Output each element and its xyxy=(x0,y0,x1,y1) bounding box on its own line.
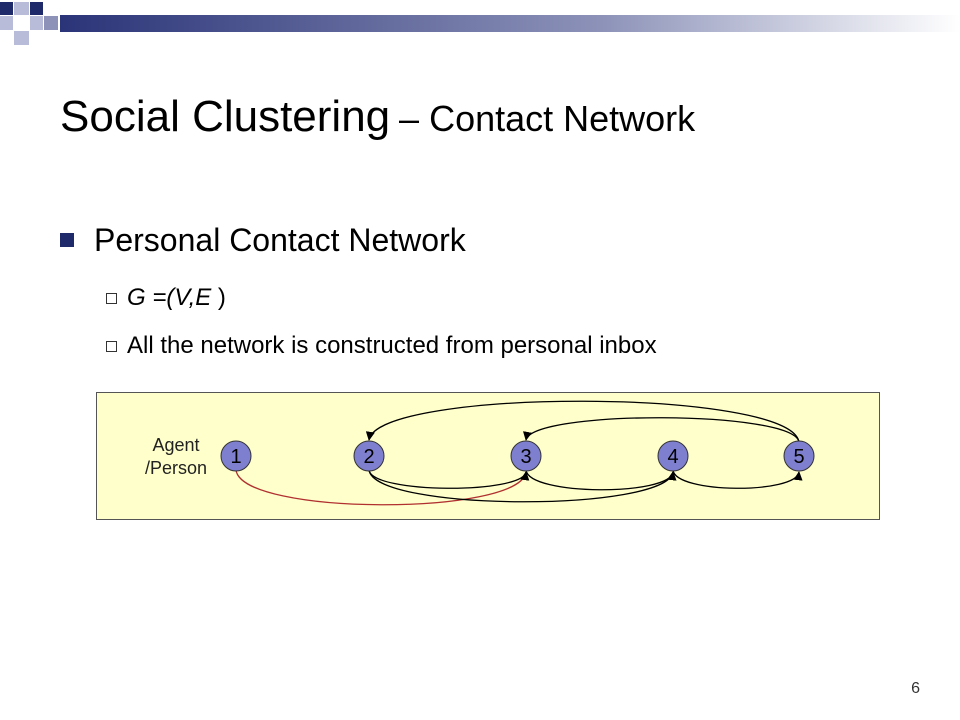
deco-square xyxy=(30,2,43,15)
title-decoration xyxy=(0,2,960,45)
node-5: 5 xyxy=(783,440,815,472)
bullet-personal-contact-network: Personal Contact Network xyxy=(60,218,466,262)
node-3: 3 xyxy=(510,440,542,472)
node-2: 2 xyxy=(353,440,385,472)
hollow-square-bullet-icon xyxy=(106,340,117,352)
node-circle xyxy=(783,440,815,472)
agent-person-label: Agent /Person xyxy=(126,434,226,480)
node-circle xyxy=(510,440,542,472)
sub-bullet-text: All the network is constructed from pers… xyxy=(127,332,657,359)
node-label: 5 xyxy=(793,446,804,468)
deco-square xyxy=(0,2,13,15)
deco-square xyxy=(0,16,13,30)
agent-label-line1: Agent xyxy=(152,435,200,455)
sub-bullet-text: G =(V,E ) xyxy=(127,284,226,311)
square-bullet-icon xyxy=(60,233,74,247)
edge-2-to-4 xyxy=(368,469,677,503)
deco-square xyxy=(44,16,58,30)
deco-square xyxy=(14,2,29,15)
sub-bullet-graph-definition: G =(V,E ) xyxy=(106,282,226,314)
node-label: 1 xyxy=(230,446,241,468)
hollow-square-bullet-icon xyxy=(106,292,117,304)
network-diagram: 1 2 3 4 5 xyxy=(220,400,815,506)
node-circle xyxy=(220,440,252,472)
node-1: 1 xyxy=(220,440,252,472)
node-circle xyxy=(353,440,385,472)
deco-square xyxy=(14,31,29,45)
edge-1-to-3 xyxy=(235,469,527,506)
page-number: 6 xyxy=(911,680,920,697)
edge-5-to-2 xyxy=(365,400,800,443)
slide-title: Social Clustering – Contact Network xyxy=(60,92,695,142)
title-sub: – Contact Network xyxy=(399,98,696,139)
node-label: 2 xyxy=(363,446,374,468)
node-label: 4 xyxy=(667,446,678,468)
node-circle xyxy=(657,440,689,472)
edge-4-to-5 xyxy=(672,469,803,489)
node-label: 3 xyxy=(520,446,531,468)
sub-bullet-inbox: All the network is constructed from pers… xyxy=(106,330,657,362)
bullet-text: Personal Contact Network xyxy=(94,221,466,258)
edge-5-to-3 xyxy=(523,417,800,443)
edge-2-to-3 xyxy=(368,469,530,489)
deco-gradient-bar xyxy=(60,15,960,32)
deco-square xyxy=(30,16,43,30)
node-4: 4 xyxy=(657,440,689,472)
agent-label-line2: /Person xyxy=(144,458,208,478)
edge-3-to-4 xyxy=(525,469,677,491)
title-main: Social Clustering xyxy=(60,92,391,141)
